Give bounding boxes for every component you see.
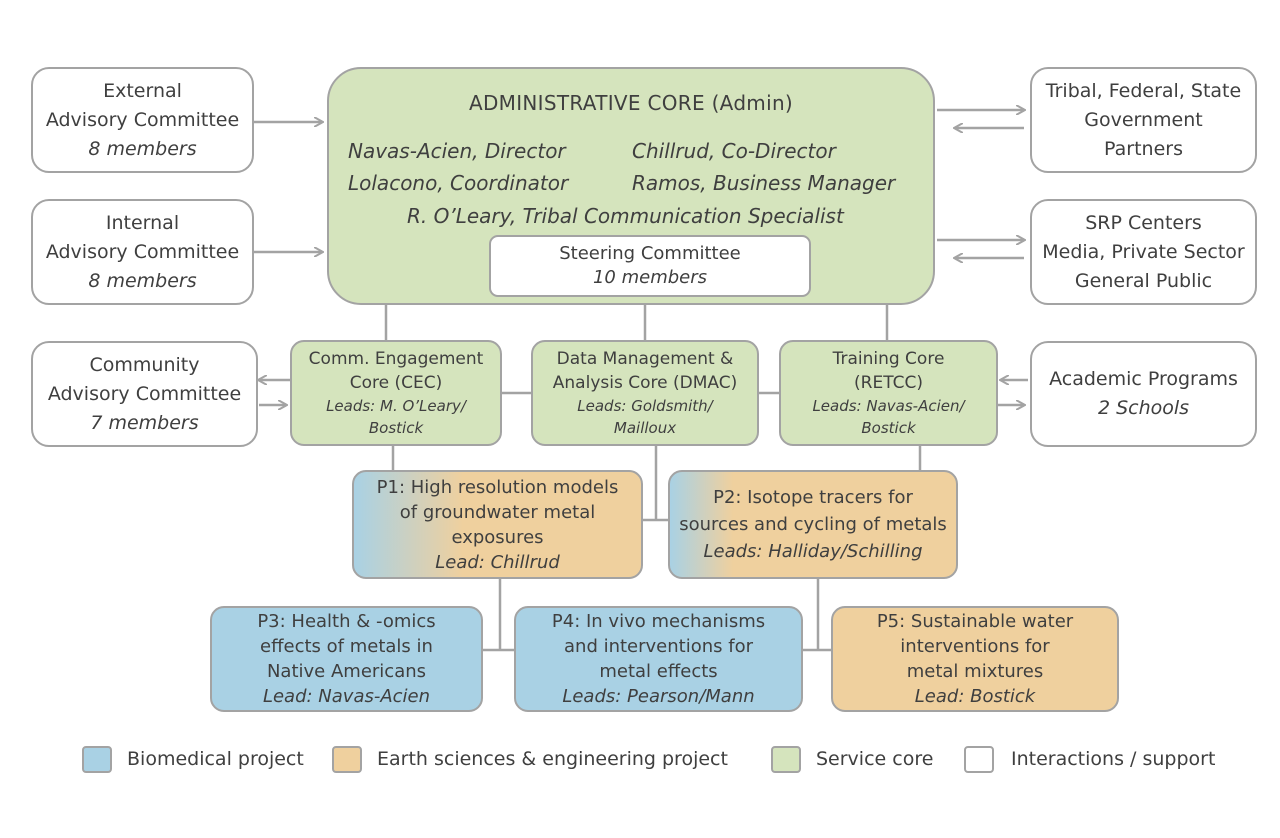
committee-name-line2: Advisory Committee bbox=[45, 108, 240, 131]
partner-line: General Public bbox=[1074, 269, 1213, 292]
project-line: P5: Sustainable water bbox=[876, 611, 1074, 632]
core-title-line1: Data Management & bbox=[556, 349, 734, 369]
committee-size: 8 members bbox=[88, 269, 197, 292]
committee-name-line2: Advisory Committee bbox=[45, 240, 240, 263]
committee-name-line1: External bbox=[103, 79, 182, 102]
committee-size: 8 members bbox=[88, 137, 197, 160]
project-p5: P5: Sustainable water interventions for … bbox=[831, 606, 1119, 712]
committee-name-line1: Internal bbox=[105, 211, 180, 234]
partner-line: Partners bbox=[1104, 137, 1183, 160]
legend-swatch-interactions bbox=[964, 746, 994, 773]
legend-swatch-biomedical bbox=[82, 746, 112, 773]
project-p2: P2: Isotope tracers for sources and cycl… bbox=[668, 470, 958, 579]
committee-name-line2: Advisory Committee bbox=[47, 382, 242, 405]
steering-committee-size: 10 members bbox=[592, 267, 708, 288]
legend-label-earth-sciences: Earth sciences & engineering project bbox=[377, 748, 728, 770]
community-advisory-committee: Community Advisory Committee 7 members bbox=[31, 341, 258, 447]
core-leads-line1: Leads: M. O’Leary/ bbox=[326, 397, 466, 415]
core-leads-line2: Mailloux bbox=[613, 419, 677, 437]
project-line: of groundwater metal bbox=[399, 501, 596, 523]
core-title-line2: (RETCC) bbox=[854, 373, 923, 393]
project-lead: Lead: Navas-Acien bbox=[262, 686, 431, 707]
core-leads-line2: Bostick bbox=[368, 419, 424, 437]
admin-member-director: Navas-Acien, Director bbox=[348, 139, 566, 163]
admin-member-co-director: Chillrud, Co-Director bbox=[632, 139, 836, 163]
project-line: interventions for bbox=[900, 636, 1050, 657]
core-title-line2: Analysis Core (DMAC) bbox=[552, 373, 738, 393]
admin-title: ADMINISTRATIVE CORE (Admin) bbox=[468, 91, 794, 115]
project-lead: Leads: Pearson/Mann bbox=[562, 686, 755, 707]
project-line: P1: High resolution models bbox=[376, 476, 619, 498]
legend-label-service-core: Service core bbox=[816, 748, 934, 770]
government-partners-box: Tribal, Federal, State Government Partne… bbox=[1030, 67, 1257, 173]
admin-member-tribal-specialist: R. O’Leary, Tribal Communication Special… bbox=[407, 204, 844, 228]
core-leads-line2: Bostick bbox=[861, 419, 916, 437]
project-p3: P3: Health & -omics effects of metals in… bbox=[210, 606, 483, 712]
administrative-core: ADMINISTRATIVE CORE (Admin) Navas-Acien,… bbox=[327, 67, 935, 305]
academic-programs-name: Academic Programs bbox=[1049, 368, 1238, 390]
admin-member-coordinator: Lolacono, Coordinator bbox=[348, 171, 569, 195]
project-line: effects of metals in bbox=[260, 636, 433, 657]
legend-label-interactions: Interactions / support bbox=[1011, 748, 1216, 770]
partner-line: Tribal, Federal, State bbox=[1045, 79, 1242, 102]
academic-programs-size: 2 Schools bbox=[1097, 397, 1190, 419]
core-leads-line1: Leads: Goldsmith/ bbox=[577, 397, 713, 415]
committee-size: 7 members bbox=[90, 411, 199, 434]
project-p4: P4: In vivo mechanisms and interventions… bbox=[514, 606, 803, 712]
admin-member-business-manager: Ramos, Business Manager bbox=[632, 171, 896, 195]
legend-label-biomedical: Biomedical project bbox=[127, 748, 304, 770]
partner-line: SRP Centers bbox=[1085, 211, 1202, 234]
legend-swatch-service-core bbox=[771, 746, 801, 773]
project-line: P4: In vivo mechanisms bbox=[551, 611, 766, 632]
partner-line: Media, Private Sector bbox=[1042, 240, 1245, 263]
training-core: Training Core (RETCC) Leads: Navas-Acien… bbox=[779, 340, 998, 446]
community-engagement-core: Comm. Engagement Core (CEC) Leads: M. O’… bbox=[290, 340, 502, 446]
external-advisory-committee: External Advisory Committee 8 members bbox=[31, 67, 254, 173]
core-title-line2: Core (CEC) bbox=[349, 373, 443, 393]
legend-swatch-earth-sciences bbox=[332, 746, 362, 773]
core-title-line1: Training Core bbox=[832, 349, 945, 369]
project-line: metal mixtures bbox=[906, 661, 1044, 682]
project-lead: Lead: Bostick bbox=[914, 686, 1036, 707]
srp-media-public-box: SRP Centers Media, Private Sector Genera… bbox=[1030, 199, 1257, 305]
project-p1: P1: High resolution models of groundwate… bbox=[352, 470, 643, 579]
core-leads-line1: Leads: Navas-Acien/ bbox=[812, 397, 965, 415]
partner-line: Government bbox=[1084, 108, 1203, 131]
project-line: and interventions for bbox=[564, 636, 753, 657]
project-line: Native Americans bbox=[266, 661, 427, 682]
project-line: sources and cycling of metals bbox=[679, 514, 947, 535]
project-line: metal effects bbox=[599, 661, 718, 682]
project-line: P2: Isotope tracers for bbox=[713, 487, 913, 508]
committee-name-line1: Community bbox=[89, 353, 200, 376]
core-title-line1: Comm. Engagement bbox=[308, 349, 484, 369]
steering-committee: Steering Committee 10 members bbox=[489, 235, 811, 297]
internal-advisory-committee: Internal Advisory Committee 8 members bbox=[31, 199, 254, 305]
project-lead: Lead: Chillrud bbox=[435, 551, 560, 573]
academic-programs-box: Academic Programs 2 Schools bbox=[1030, 341, 1257, 447]
data-management-core: Data Management & Analysis Core (DMAC) L… bbox=[531, 340, 759, 446]
project-line: P3: Health & -omics bbox=[257, 611, 436, 632]
project-lead: Leads: Halliday/Schilling bbox=[703, 541, 923, 562]
project-line: exposures bbox=[451, 526, 544, 548]
steering-committee-name: Steering Committee bbox=[559, 243, 741, 264]
